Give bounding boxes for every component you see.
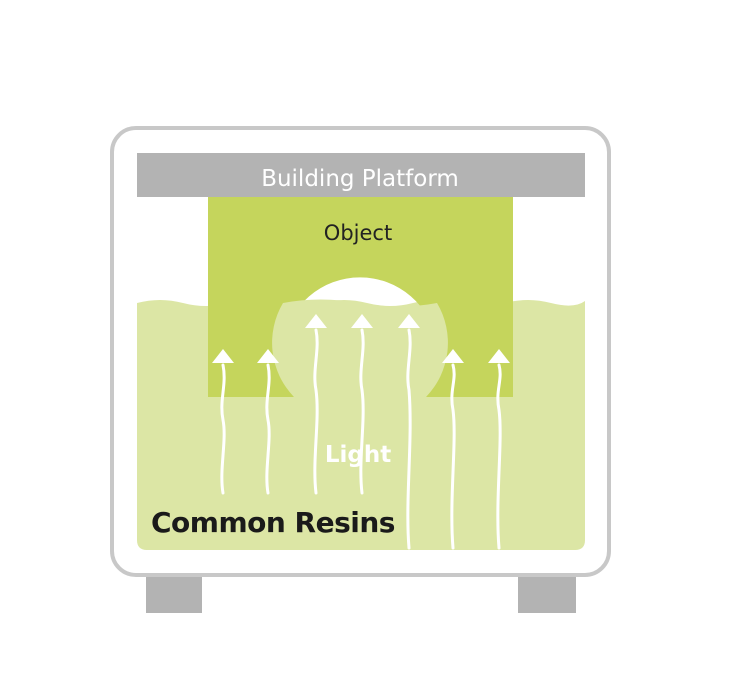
arrow-head — [212, 349, 234, 363]
light-arrow — [496, 363, 502, 550]
left-foot — [146, 577, 202, 613]
light-label: Light — [325, 442, 391, 468]
arrow-head — [257, 349, 279, 363]
light-arrow — [313, 328, 319, 495]
arrow-head — [351, 314, 373, 328]
arrow-head — [442, 349, 464, 363]
object-label: Object — [324, 221, 392, 245]
light-arrow — [450, 363, 456, 550]
right-foot — [518, 577, 576, 613]
light-arrow — [359, 328, 365, 495]
arrow-head — [305, 314, 327, 328]
light-arrows — [220, 328, 502, 550]
light-arrow — [265, 363, 271, 495]
platform-label: Building Platform — [261, 166, 459, 192]
arrow-heads — [212, 314, 510, 363]
resin-label: Common Resins — [151, 506, 395, 539]
building-platform — [137, 153, 585, 197]
light-arrow — [220, 363, 226, 495]
arrow-head — [488, 349, 510, 363]
arrow-head — [398, 314, 420, 328]
light-arrow — [406, 328, 412, 550]
printed-object — [208, 197, 513, 397]
